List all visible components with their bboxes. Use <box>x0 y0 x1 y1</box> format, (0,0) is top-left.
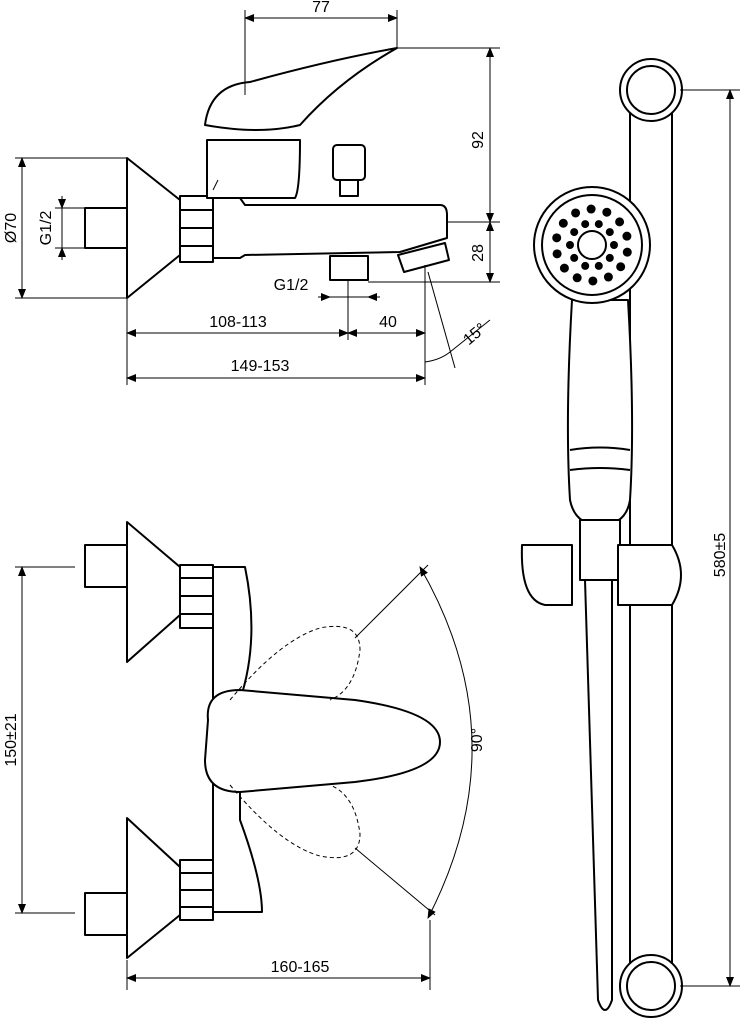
dim-160-165: 160-165 <box>271 959 330 976</box>
dim-92: 92 <box>470 131 487 149</box>
nozzle <box>552 249 562 259</box>
diverter-knob <box>332 144 366 181</box>
nozzle <box>570 228 579 237</box>
nozzle <box>605 253 614 262</box>
rail-top-bracket <box>619 58 683 122</box>
outlet-connector <box>329 255 369 281</box>
shower-nozzles <box>552 204 632 286</box>
wall-flange-lower <box>126 817 181 959</box>
nozzle <box>581 261 590 270</box>
spout-tip <box>397 242 450 273</box>
nozzle <box>558 218 568 228</box>
mixer-body <box>212 197 448 259</box>
hand-shower-handle <box>566 299 634 526</box>
dim-580-5: 580±5 <box>712 533 729 577</box>
nozzle <box>610 241 618 249</box>
wall-flange <box>126 157 181 299</box>
nozzle <box>581 220 590 229</box>
rail-bottom-bracket <box>619 954 683 1018</box>
lever-handle-front <box>204 689 441 793</box>
diverter-stem <box>339 179 359 197</box>
lever-rotated-down <box>229 784 361 859</box>
hex-nut <box>179 195 214 263</box>
cartridge-housing <box>206 139 301 199</box>
nozzle <box>588 276 598 286</box>
nozzle <box>622 247 632 257</box>
nozzle <box>602 207 612 217</box>
holder-clip-left <box>520 544 573 606</box>
nozzle <box>594 261 603 270</box>
lever-handle <box>204 47 398 131</box>
nozzle <box>566 241 574 249</box>
dim-150-21: 150±21 <box>3 713 20 766</box>
nozzle <box>586 204 596 214</box>
front-view-dimensions: 150±21 90° 160-165 <box>3 564 486 990</box>
rail-slider <box>617 544 682 606</box>
shower-rail-set: 580±5 <box>520 58 740 1018</box>
nozzle <box>570 253 579 262</box>
inlet-connector <box>84 207 128 249</box>
hex-nut-lower <box>179 859 214 921</box>
hex-nut-upper <box>179 564 214 629</box>
dim-inlet-thread: G1/2 <box>38 211 55 246</box>
shower-head <box>533 186 651 304</box>
nozzle <box>603 272 613 282</box>
inlet-connector-upper <box>84 544 128 588</box>
dim-90-degrees: 90° <box>469 728 486 752</box>
dim-outlet-thread: G1/2 <box>274 277 309 294</box>
nozzle <box>559 263 569 273</box>
dim-77: 77 <box>312 0 330 16</box>
nozzle <box>605 228 614 237</box>
lever-rotated-up <box>229 625 361 701</box>
shower-holder-socket <box>579 519 621 581</box>
nozzle <box>571 208 581 218</box>
front-view-mixer <box>84 521 441 959</box>
wall-flange-upper <box>126 521 181 663</box>
inlet-connector-lower <box>84 892 128 936</box>
dim-15-degrees: 15° <box>460 320 489 349</box>
nozzle <box>616 262 626 272</box>
dim-28: 28 <box>470 244 487 262</box>
nozzle <box>552 233 562 243</box>
dim-40: 40 <box>379 314 397 331</box>
shower-hose <box>584 579 613 1011</box>
nozzle <box>622 231 632 241</box>
side-view-bath-mixer <box>84 47 450 299</box>
dim-flange-diameter: Ø70 <box>3 213 20 243</box>
dim-108-113: 108-113 <box>209 314 267 331</box>
nozzle <box>615 217 625 227</box>
nozzle <box>572 273 582 283</box>
nozzle <box>594 220 603 229</box>
dim-149-153: 149-153 <box>231 358 290 375</box>
